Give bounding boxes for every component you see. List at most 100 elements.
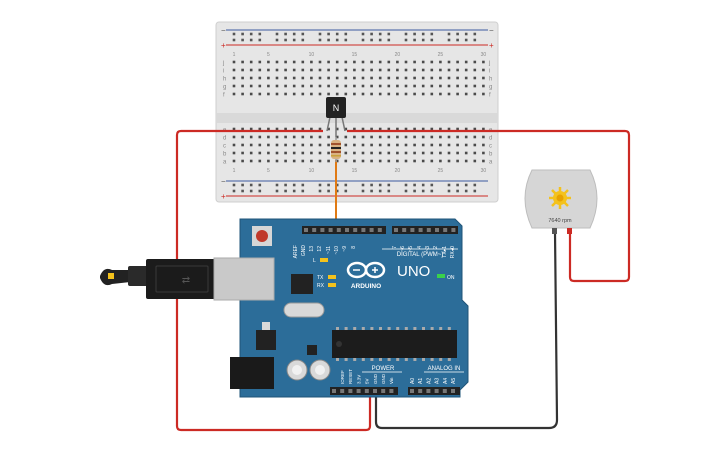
terminal-hole <box>447 92 451 96</box>
terminal-hole <box>396 68 399 72</box>
terminal-hole <box>396 135 399 139</box>
rail-hole <box>275 32 279 36</box>
terminal-hole <box>318 151 322 155</box>
rail-hole <box>249 38 253 42</box>
small-chip <box>307 345 317 355</box>
terminal-hole <box>258 151 262 155</box>
transistor-leg-3 <box>341 116 346 132</box>
terminal-hole <box>447 76 451 80</box>
header-pin <box>402 228 407 232</box>
rail-hole <box>275 189 279 193</box>
terminal-hole <box>396 76 399 80</box>
terminal-hole <box>327 68 330 72</box>
terminal-hole <box>301 135 305 139</box>
led-tx-icon <box>328 275 336 279</box>
top-rail-holes <box>232 32 477 42</box>
column-number: 30 <box>481 168 487 174</box>
terminal-hole <box>456 92 459 96</box>
terminal-hole <box>241 127 244 131</box>
terminal-hole <box>378 76 382 80</box>
terminal-hole <box>370 151 373 155</box>
header-pin <box>345 228 349 232</box>
terminal-hole <box>258 159 262 163</box>
header-pin <box>304 228 308 232</box>
terminal-hole <box>267 127 270 131</box>
terminal-hole <box>378 127 382 131</box>
terminal-hole <box>456 159 459 163</box>
terminal-hole <box>284 60 287 64</box>
rail-hole <box>344 189 348 193</box>
rail-hole <box>301 38 305 42</box>
rail-hole <box>464 189 468 193</box>
npn-transistor[interactable]: N <box>326 97 346 137</box>
rail-hole <box>387 32 391 36</box>
rail-hole <box>456 38 459 42</box>
row-letter: h <box>223 77 226 83</box>
terminal-hole <box>430 76 434 80</box>
rail-minus-label: − <box>221 26 226 35</box>
chip-pin <box>370 358 374 361</box>
chip-pin <box>413 358 417 361</box>
rail-hole <box>387 183 391 187</box>
terminal-hole <box>482 76 485 80</box>
rail-minus-label-right: − <box>489 26 494 35</box>
rail-hole <box>327 32 330 36</box>
wire-black-gnd[interactable] <box>374 231 559 430</box>
rail-hole <box>430 183 434 187</box>
terminal-hole <box>361 135 365 139</box>
reset-button[interactable] <box>256 230 268 242</box>
terminal-hole <box>284 159 287 163</box>
header-pin <box>451 228 456 232</box>
terminal-hole <box>404 151 408 155</box>
header-pin <box>451 389 455 393</box>
rail-hole <box>232 32 236 36</box>
row-letter: j <box>222 61 224 67</box>
terminal-hole <box>241 68 244 72</box>
rail-hole <box>421 183 425 187</box>
rail-hole <box>447 38 451 42</box>
row-letter: h <box>489 77 492 83</box>
terminal-hole <box>387 159 391 163</box>
chip-pin <box>353 358 357 361</box>
header-pin <box>426 228 431 232</box>
terminal-hole <box>284 151 287 155</box>
column-number: 10 <box>309 168 315 174</box>
terminal-hole <box>310 92 313 96</box>
terminal-hole <box>310 135 313 139</box>
dc-motor[interactable]: 7640 rpm <box>524 169 598 234</box>
resistor[interactable] <box>331 137 341 162</box>
atmega-microcontroller <box>332 330 457 358</box>
rail-hole <box>327 38 330 42</box>
terminal-hole <box>344 127 348 131</box>
rail-hole <box>473 183 477 187</box>
terminal-hole <box>387 84 391 88</box>
chip-pin <box>422 327 425 330</box>
terminal-hole <box>241 135 244 139</box>
terminal-hole <box>318 76 322 80</box>
arduino-logo-text: ARDUINO <box>351 283 381 290</box>
rail-hole <box>318 183 322 187</box>
terminal-hole <box>344 159 348 163</box>
terminal-hole <box>464 135 468 139</box>
terminal-hole <box>378 143 382 147</box>
terminal-hole <box>258 68 262 72</box>
chip-pin <box>336 358 339 361</box>
rail-hole <box>430 32 434 36</box>
terminal-hole <box>310 76 313 80</box>
usb-jack <box>213 257 275 301</box>
wire-red-5v[interactable] <box>175 129 372 432</box>
terminal-hole <box>275 151 279 155</box>
terminal-hole <box>387 92 391 96</box>
terminal-hole <box>473 68 477 72</box>
power-pin-label: IOREF <box>340 370 345 384</box>
wire-red-motor[interactable] <box>347 129 631 283</box>
chip-pin <box>379 327 382 330</box>
terminal-hole <box>378 135 382 139</box>
header-pin <box>373 389 377 393</box>
usb-plug-detail <box>155 265 209 293</box>
terminal-hole <box>258 84 262 88</box>
